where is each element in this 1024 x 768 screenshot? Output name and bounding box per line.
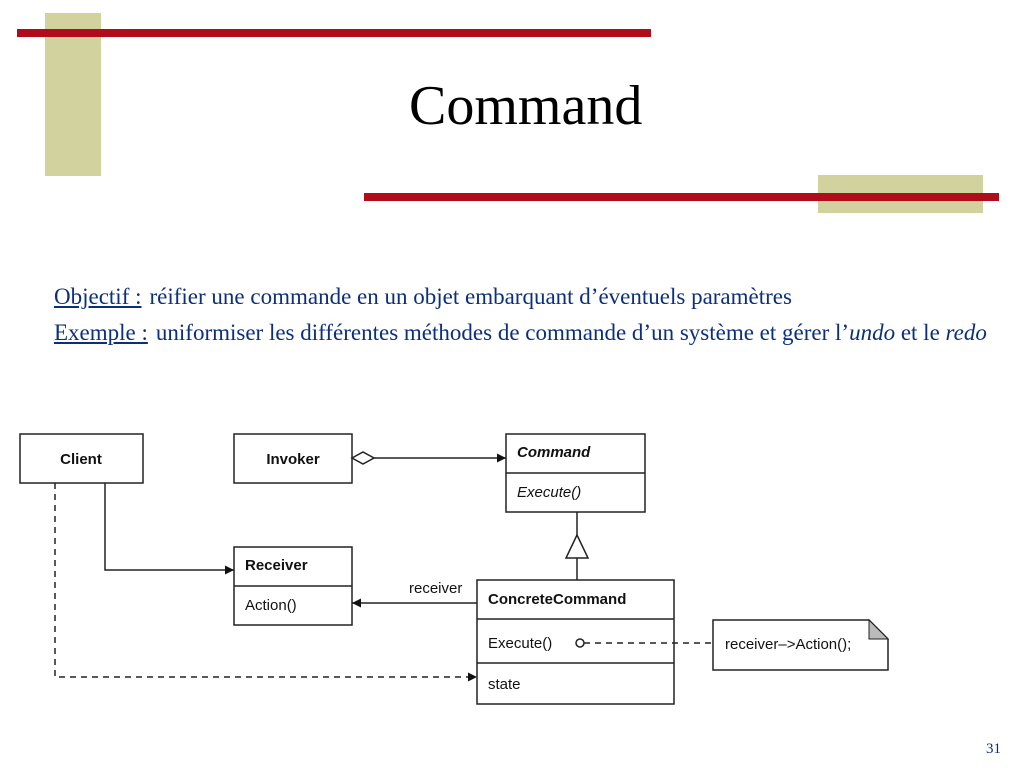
aggregation-invoker-command xyxy=(350,451,506,465)
association-client-receiver xyxy=(104,483,234,575)
objective-label: Objectif : xyxy=(54,284,142,309)
invoker-class: Invoker xyxy=(233,433,353,484)
note-link xyxy=(575,638,713,648)
client-class-name: Client xyxy=(60,451,102,468)
client-class: Client xyxy=(19,433,144,484)
receiver-class: Receiver Action() xyxy=(233,546,353,626)
decor-tan-vertical-bar xyxy=(45,13,101,176)
example-label: Exemple : xyxy=(54,320,148,345)
page-number: 31 xyxy=(986,741,1001,757)
receiver-operation: Action() xyxy=(245,597,297,614)
command-operation: Execute() xyxy=(517,484,581,501)
receiver-class-name: Receiver xyxy=(245,557,308,574)
concrete-command-attribute: state xyxy=(488,676,521,693)
note-text: receiver–>Action(); xyxy=(725,636,851,653)
command-class: Command Execute() xyxy=(505,433,646,513)
example-undo: undo xyxy=(849,320,896,345)
example-redo: redo xyxy=(945,320,987,345)
receiver-role-label: receiver xyxy=(409,580,462,597)
concrete-command-class-name: ConcreteCommand xyxy=(488,591,626,608)
command-class-name: Command xyxy=(517,444,591,461)
decor-top-red-line xyxy=(17,29,651,37)
example-paragraph: Exemple : uniformiser les différentes mét… xyxy=(54,318,994,348)
invoker-class-name: Invoker xyxy=(266,451,320,468)
implementation-note: receiver–>Action(); xyxy=(712,618,890,671)
example-text: uniformiser les différentes méthodes de … xyxy=(155,320,850,345)
decor-bottom-red-line xyxy=(364,193,999,201)
objective-text: réifier une commande en un objet embarqu… xyxy=(149,284,792,309)
generalization-concrete-command-command xyxy=(564,512,590,580)
slide-title: Command xyxy=(409,75,643,137)
objective-paragraph: Objectif : réifier une commande en un obj… xyxy=(54,282,994,312)
dependency-client-concrete-command xyxy=(54,483,477,682)
example-text-connector: et le xyxy=(895,320,946,345)
concrete-command-operation: Execute() xyxy=(488,635,552,652)
slide-body: Objectif : réifier une commande en un obj… xyxy=(54,282,994,354)
